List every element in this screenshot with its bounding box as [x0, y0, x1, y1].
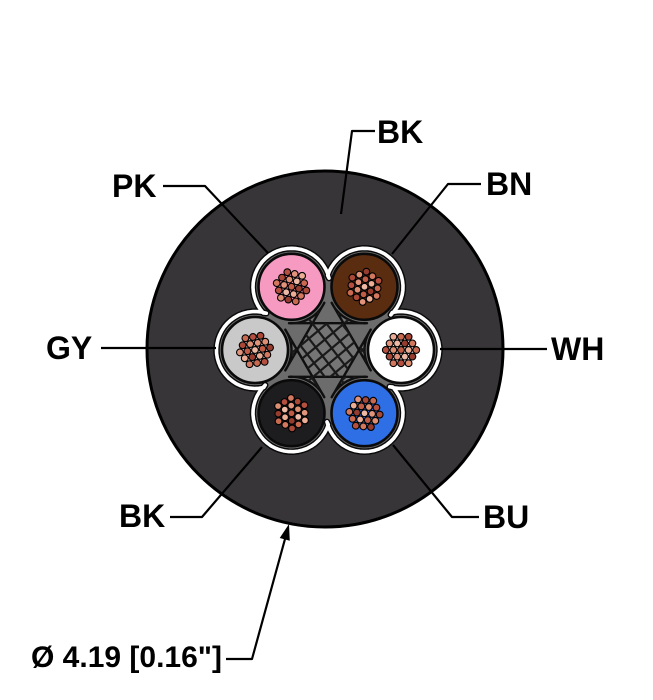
label-bu: BU [483, 499, 530, 535]
label-bn: BN [486, 166, 533, 202]
label-pk: PK [112, 168, 157, 204]
conductor-black [257, 378, 326, 448]
leader-dimension [226, 538, 287, 661]
leader-pk [163, 184, 269, 254]
dimension-arrowhead [279, 524, 290, 541]
label-wh: WH [551, 331, 605, 367]
label-diameter-dimension: Ø 4.19 [0.16"] [31, 641, 222, 674]
leader-bn [391, 182, 481, 255]
conductor-white [366, 315, 436, 385]
leader-jacket-bk [339, 129, 375, 215]
conductor-pink [257, 252, 326, 322]
leader-lines [101, 129, 547, 661]
conductor-gray [220, 315, 290, 385]
label-jacket-bk: BK [377, 114, 424, 150]
label-gy: GY [46, 330, 93, 366]
conductor-brown [330, 252, 399, 322]
leader-bk-bottom [170, 446, 263, 519]
leader-bu [392, 444, 479, 519]
label-bk-bottom: BK [119, 498, 166, 534]
conductor-blue [330, 378, 399, 448]
